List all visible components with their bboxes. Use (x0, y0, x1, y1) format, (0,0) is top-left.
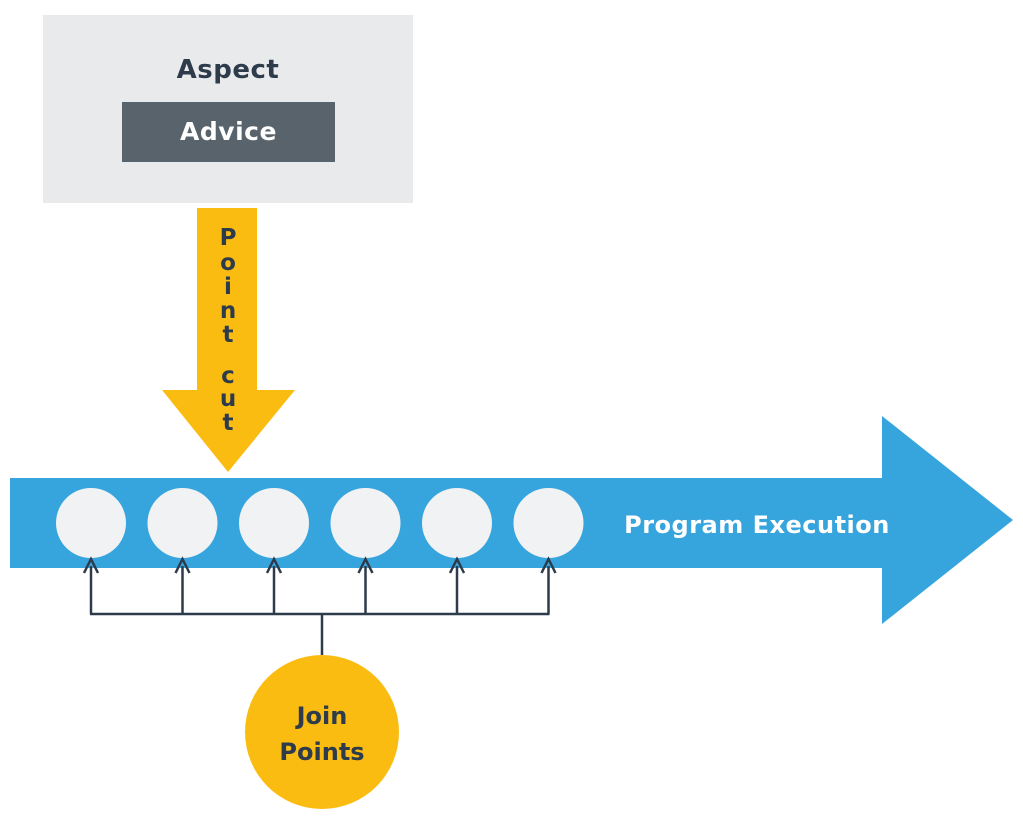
pointcut-letter: t (223, 322, 234, 348)
pointcut-letter: t (223, 410, 234, 436)
join-point-circle (56, 488, 126, 558)
pointcut-letter: u (220, 386, 236, 412)
join-points-label-line1: Join (295, 702, 348, 730)
join-points-label-line2: Points (279, 738, 364, 766)
program-execution-label: Program Execution (624, 511, 890, 539)
aspect-box: Aspect Advice (43, 15, 413, 203)
pointcut-letter: o (220, 250, 236, 276)
pointcut-letter: c (221, 363, 235, 389)
join-points-circle (245, 655, 399, 809)
pointcut-letter: n (220, 298, 236, 324)
aspect-title: Aspect (176, 55, 280, 85)
pointcut-letter: i (224, 274, 232, 300)
join-point-circle (239, 488, 309, 558)
arrowhead (357, 556, 374, 574)
arrowhead (448, 556, 466, 574)
join-point-connectors (82, 556, 557, 655)
join-point-circle (330, 488, 401, 558)
arrowhead (174, 556, 191, 574)
join-point-circle (513, 488, 584, 558)
program-execution-arrow (10, 416, 1013, 624)
join-point-circle (147, 488, 218, 558)
arrowhead (265, 556, 283, 574)
arrowhead (540, 556, 557, 574)
pointcut-arrow (162, 208, 295, 472)
join-point-circle (422, 488, 492, 558)
advice-label: Advice (180, 117, 277, 146)
join-point-circles (56, 488, 584, 558)
arrowhead (82, 556, 100, 574)
pointcut-letter: P (220, 225, 237, 251)
advice-box: Advice (122, 102, 335, 162)
